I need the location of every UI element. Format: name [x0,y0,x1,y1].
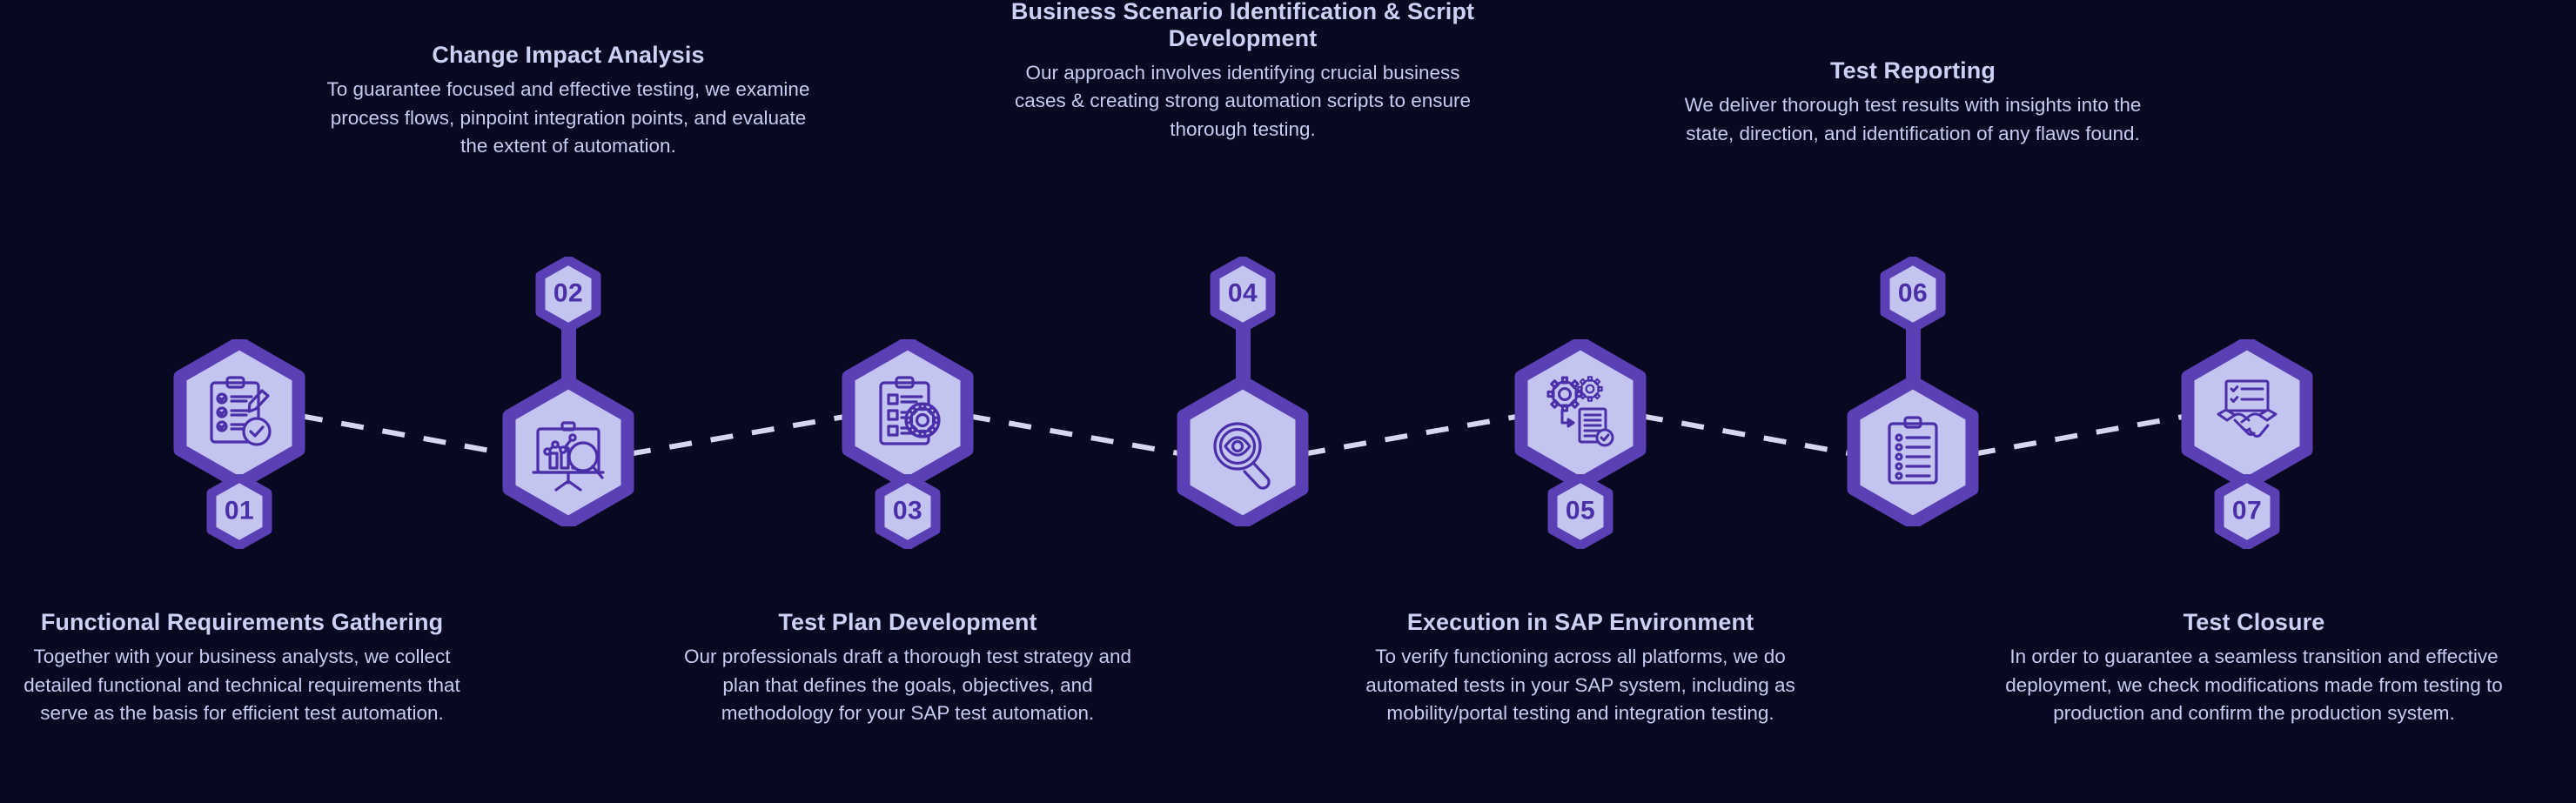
step-number-badge-01[interactable]: 01 [206,474,272,549]
step-description-07: In order to guarantee a seamless transit… [2005,645,2503,725]
step-title-03: Test Plan Development [778,609,1037,635]
hex-icon-05[interactable] [1514,339,1647,487]
connector-05-06 [1640,413,1855,457]
step-number-text-05: 05 [1565,496,1596,525]
step-title-07: Test Closure [2183,609,2325,635]
step-text-07: Test Closure In order to guarantee a sea… [1993,609,2515,728]
connector-01-02 [299,413,510,457]
hex-icon-06[interactable] [1847,378,1979,526]
magnifier-eye-icon [1213,422,1271,490]
connector-03-04 [967,413,1184,457]
step-number-text-03: 03 [892,496,923,525]
connector-06-07 [1972,413,2189,457]
step-number-badge-05[interactable]: 05 [1547,474,1613,549]
step-number-text-01: 01 [224,496,255,525]
step-number-badge-02[interactable]: 02 [535,257,601,331]
step-description-05: To verify functioning across all platfor… [1365,645,1795,725]
step-title-01: Functional Requirements Gathering [40,609,444,635]
step-title-05: Execution in SAP Environment [1406,609,1754,635]
handshake-document-check-icon [2217,379,2277,438]
hex-icon-02[interactable] [502,378,634,526]
connector-04-05 [1302,413,1522,457]
step-text-04: Business Scenario Identification & Scrip… [1001,0,1485,144]
step-description-01: Together with your business analysts, we… [23,645,460,725]
clipboard-gear-icon [879,376,941,445]
step-description-04: Our approach involves identifying crucia… [1014,61,1471,141]
hex-icon-04[interactable] [1177,378,1309,526]
presentation-chart-magnifier-icon [532,421,605,492]
step-number-badge-06[interactable]: 06 [1880,257,1946,331]
clipboard-list-icon [1888,416,1938,485]
hex-icon-07[interactable] [2181,339,2313,487]
step-title-02: Change Impact Analysis [432,42,705,68]
step-text-05: Execution in SAP Environment To verify f… [1338,609,1822,728]
step-number-text-02: 02 [553,278,584,308]
hex-icon-03[interactable] [842,339,974,487]
step-title-04: Business Scenario Identification & Scrip… [1010,0,1475,51]
step-number-text-06: 06 [1897,278,1929,308]
hex-icon-01[interactable] [173,339,305,487]
step-description-06: We deliver thorough test results with in… [1684,93,2142,144]
step-number-badge-04[interactable]: 04 [1210,257,1276,331]
step-number-badge-03[interactable]: 03 [875,474,941,549]
step-description-02: To guarantee focused and effective testi… [326,77,810,157]
clipboard-checklist-pencil-check-icon [210,376,272,446]
gears-arrow-document-check-icon [1546,376,1614,447]
connector-02-03 [627,413,850,457]
step-description-03: Our professionals draft a thorough test … [683,645,1132,725]
step-number-badge-07[interactable]: 07 [2214,474,2280,549]
step-number-text-04: 04 [1227,278,1258,308]
step-text-02: Change Impact Analysis To guarantee focu… [326,42,810,161]
step-title-06: Test Reporting [1830,57,1996,84]
step-text-03: Test Plan Development Our professionals … [666,609,1150,728]
step-number-text-07: 07 [2231,496,2263,525]
step-text-06: Test Reporting We deliver thorough test … [1671,57,2155,148]
step-text-01: Functional Requirements Gathering Togeth… [0,609,484,728]
